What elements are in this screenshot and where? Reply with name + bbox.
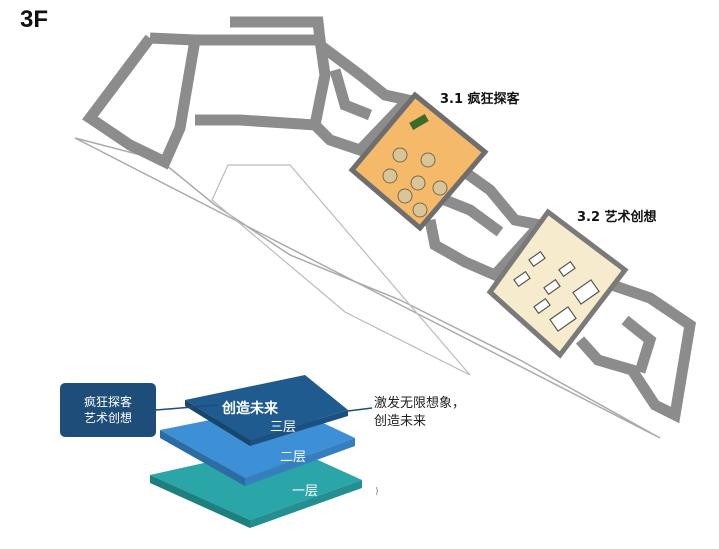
table	[432, 180, 448, 196]
caption-connector	[347, 407, 373, 412]
layer-2-label: 二层	[280, 450, 307, 465]
wall-top-block-inner	[230, 16, 326, 41]
table	[410, 175, 426, 191]
desk	[513, 270, 531, 288]
legend-connector	[155, 404, 219, 411]
caption-line-1: 激发无限想象，	[374, 396, 466, 411]
wall-mid-inner	[442, 194, 504, 237]
legend-line-2: 艺术创想	[83, 411, 132, 425]
inner-site-outline	[211, 164, 471, 376]
floor-title: 3F	[20, 6, 49, 33]
desk	[572, 279, 600, 305]
layer-3-heading: 创造未来	[222, 401, 278, 417]
room-3-1-floor	[348, 91, 489, 232]
room-label-3-2: 3.2 艺术创想	[577, 210, 657, 225]
wall-right-inner	[621, 315, 657, 374]
layer-1-label: 一层	[292, 484, 319, 499]
small-mark: )	[375, 487, 379, 497]
caption: 激发无限想象， 创造未来	[374, 395, 494, 431]
desk	[558, 260, 576, 278]
wall-top-block	[195, 34, 331, 131]
table	[382, 168, 398, 184]
layer-3-label: 三层	[270, 420, 297, 435]
layer-2-side	[160, 430, 245, 486]
table	[412, 202, 428, 218]
desk	[549, 306, 577, 332]
layer-3-side-right	[250, 410, 348, 446]
layer-3-side	[185, 400, 250, 446]
room-3-2-desks	[513, 250, 600, 332]
layer-1-side-right	[250, 480, 362, 528]
wall-left-block	[82, 32, 202, 170]
wall-right	[575, 279, 697, 424]
legend-box: 疯狂探客 艺术创想	[60, 383, 156, 437]
layer-1-side	[150, 475, 250, 528]
table	[420, 152, 436, 168]
caption-line-2: 创造未来	[374, 414, 427, 429]
room-3-1-greenery	[409, 114, 429, 130]
site-boundary	[74, 137, 661, 439]
desk	[528, 250, 546, 268]
wall-corridor-inner	[329, 68, 373, 121]
room-label-3-1: 3.1 疯狂探客	[440, 92, 520, 107]
layer-2-side-right	[245, 438, 355, 486]
desk	[543, 278, 561, 296]
table	[397, 188, 413, 204]
legend-line-1: 疯狂探客	[83, 395, 132, 409]
layer-3	[185, 375, 348, 440]
layer-1	[150, 445, 362, 520]
table	[392, 147, 408, 163]
desk	[533, 297, 551, 315]
room-3-1-tables	[382, 147, 448, 218]
